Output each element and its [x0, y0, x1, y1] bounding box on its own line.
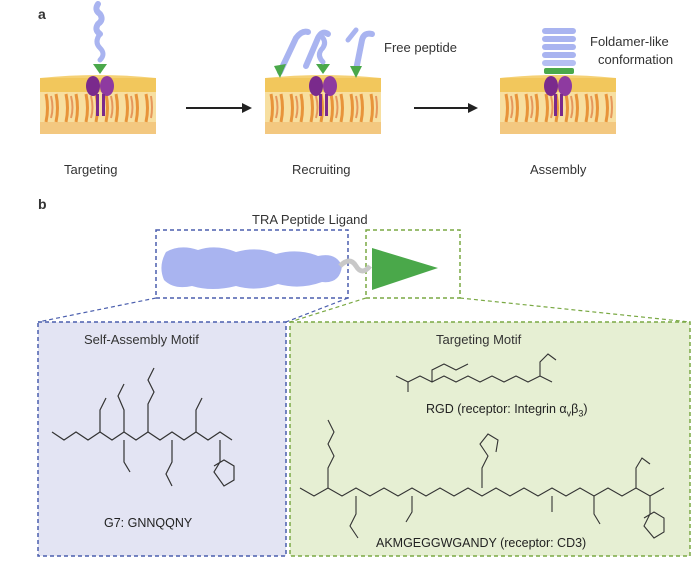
foldamer-annotation-line2: conformation [598, 52, 674, 67]
free-peptide-annotation: Free peptide [384, 40, 457, 55]
ligand-title: TRA Peptide Ligand [252, 212, 368, 227]
self-assembly-motif-title: Self-Assembly Motif [84, 332, 199, 347]
foldamer-annotation-line1: Foldamer-like [590, 34, 669, 49]
targeting-region-box [365, 229, 461, 299]
recruiting-illustration [263, 27, 383, 136]
targeting-illustration [38, 1, 158, 136]
g7-caption: G7: GNNQQNY [104, 516, 193, 530]
panel-b [37, 229, 691, 557]
akm-structure [299, 419, 665, 539]
panel-b-letter: b [38, 196, 47, 212]
self-assembly-region-box [155, 229, 349, 299]
targeting-triangle [372, 248, 438, 290]
arrow-targeting-to-recruiting [186, 103, 252, 113]
panel-a [38, 1, 618, 136]
stage-label-assembly: Assembly [530, 162, 587, 177]
targeting-motif-box [289, 321, 691, 557]
stage-label-targeting: Targeting [64, 162, 118, 177]
g7-structure [51, 367, 235, 487]
targeting-motif-title: Targeting Motif [436, 332, 522, 347]
akm-caption: AKMGEGGWGANDY (receptor: CD3) [376, 536, 587, 550]
arrow-recruiting-to-assembly [414, 103, 478, 113]
linker [338, 258, 372, 274]
assembly-illustration [498, 28, 618, 136]
stage-label-recruiting: Recruiting [292, 162, 351, 177]
rgd-structure [395, 353, 557, 392]
rgd-caption: RGD (receptor: Integrin αvβ3) [426, 402, 588, 419]
peptide-blob [161, 247, 342, 289]
panel-a-letter: a [38, 6, 46, 22]
